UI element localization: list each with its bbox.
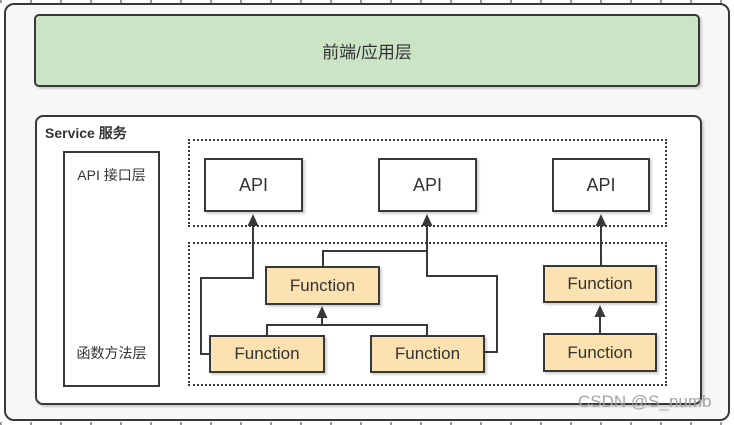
function-box-top-right: Function (543, 265, 657, 303)
api-box-1: API (204, 158, 303, 212)
api-box-1-label: API (238, 174, 268, 195)
canvas-grid-ticks-top (0, 0, 734, 3)
frontend-layer-label: 前端/应用层 (322, 43, 412, 62)
api-box-2-label: API (412, 174, 442, 195)
function-label: Function (289, 275, 356, 295)
function-box-bottom-right: Function (543, 333, 657, 372)
function-label: Function (394, 344, 461, 363)
api-layer-label: API 接口层 (77, 167, 146, 183)
function-label: Function (567, 342, 633, 362)
function-label: Function (234, 344, 300, 363)
function-box-bottom-middle: Function (370, 335, 485, 373)
frontend-layer-box: 前端/应用层 (34, 14, 700, 87)
function-label: Function (567, 274, 633, 293)
api-box-3: API (552, 158, 650, 212)
function-box-top-middle: Function (265, 266, 380, 305)
layer-label-panel: API 接口层 函数方法层 (63, 151, 160, 387)
canvas-grid-ticks-bottom (0, 422, 734, 425)
function-box-bottom-left: Function (209, 335, 325, 373)
function-layer-label: 函数方法层 (76, 345, 147, 361)
api-box-2: API (378, 158, 477, 212)
watermark: CSDN @S_numb (578, 392, 712, 411)
service-title: Service 服务 (45, 125, 127, 141)
api-box-3-label: API (586, 174, 616, 195)
